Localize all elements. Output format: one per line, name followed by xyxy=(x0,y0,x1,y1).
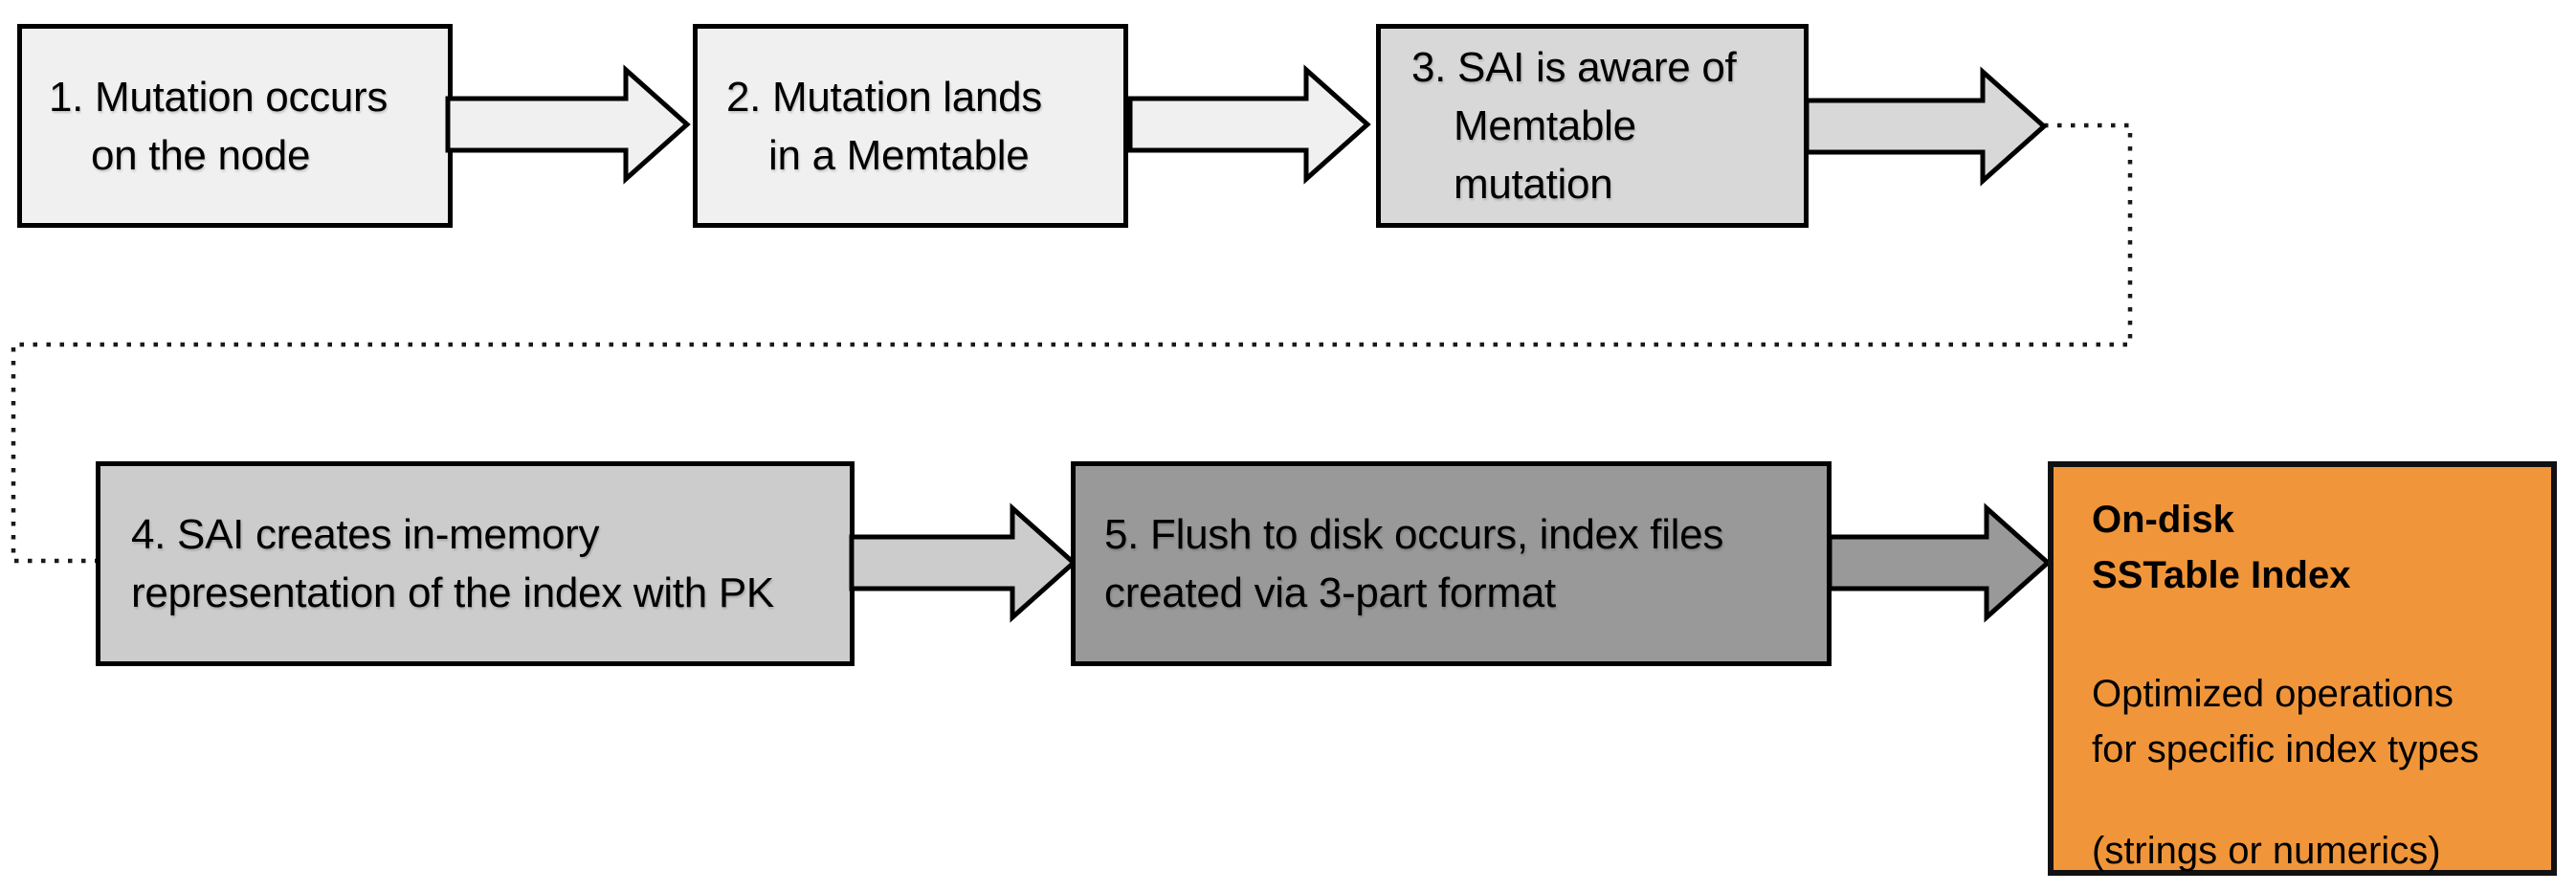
flow-arrow-5 xyxy=(1827,502,2052,623)
result-note: (strings or numerics) xyxy=(2092,823,2532,879)
flow-arrow-4 xyxy=(849,502,1077,623)
text-line: 3. SAI is aware of xyxy=(1411,44,1737,91)
text-line: in a Memtable xyxy=(768,131,1030,179)
arrow-right-icon xyxy=(445,64,691,185)
text-line: 4. SAI creates in-memory xyxy=(131,511,600,558)
text-line: Optimized operations xyxy=(2092,673,2454,715)
text-line: 1. Mutation occurs xyxy=(49,73,389,121)
arrow-right-icon xyxy=(1827,502,2052,623)
flow-step-3-box: 3. SAI is aware of Memtable mutation xyxy=(1376,24,1809,228)
text-line: mutation xyxy=(1454,161,1613,208)
text-line: 5. Flush to disk occurs, index files xyxy=(1104,511,1724,558)
text-line: 2. Mutation lands xyxy=(726,73,1042,121)
text-line: On-disk xyxy=(2092,499,2234,541)
arrow-right-icon xyxy=(1127,64,1371,185)
text-line: representation of the index with PK xyxy=(131,569,774,616)
text-line: for specific index types xyxy=(2092,728,2479,770)
arrow-right-icon xyxy=(1804,66,2048,187)
arrow-right-icon xyxy=(849,502,1077,623)
result-description: Optimized operations for specific index t… xyxy=(2092,666,2532,777)
flow-arrow-2 xyxy=(1127,64,1371,185)
flow-step-5-box: 5. Flush to disk occurs, index files crea… xyxy=(1071,461,1832,666)
flow-arrow-1 xyxy=(445,64,691,185)
flow-arrow-3 xyxy=(1804,66,2048,187)
text-line: (strings or numerics) xyxy=(2092,830,2441,872)
text-line: Memtable xyxy=(1454,102,1636,149)
flow-step-4-box: 4. SAI creates in-memory representation o… xyxy=(96,461,855,666)
text-line: created via 3-part format xyxy=(1104,569,1556,616)
text-line: on the node xyxy=(91,131,311,179)
text-line: SSTable Index xyxy=(2092,554,2351,596)
flow-step-2-box: 2. Mutation lands in a Memtable xyxy=(693,24,1128,228)
flow-step-1-box: 1. Mutation occurs on the node xyxy=(17,24,453,228)
